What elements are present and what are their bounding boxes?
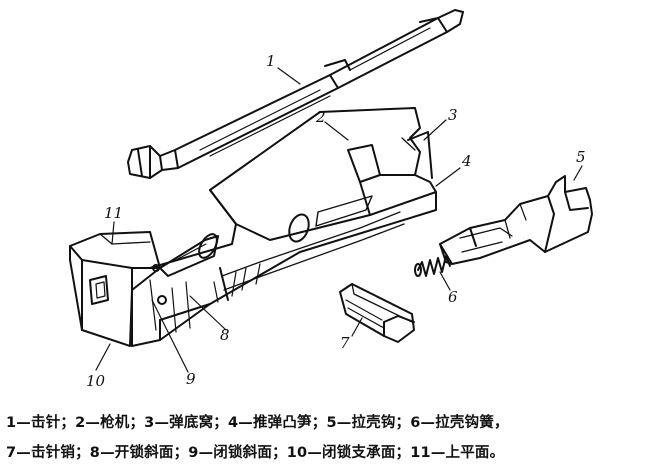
callout-10: 10: [86, 372, 106, 390]
leader-1: [277, 67, 301, 85]
callout-7: 7: [340, 334, 350, 352]
extractor: [439, 175, 593, 265]
leader-8: [189, 295, 227, 331]
leader-9: [151, 299, 189, 373]
callout-6: 6: [448, 288, 458, 306]
callout-2: 2: [316, 108, 326, 126]
exploded-view-figure: [69, 9, 593, 373]
leader-2: [324, 121, 349, 141]
callout-4: 4: [462, 152, 472, 170]
callout-11: 11: [104, 204, 124, 222]
leader-11: [111, 221, 115, 245]
leader-5: [573, 165, 583, 181]
leader-10: [95, 343, 111, 371]
caption-line-1: 1—击针；2—枪机；3—弹底窝；4—推弹凸笋；5—拉壳钩；6—拉壳钩簧，: [6, 415, 509, 431]
firing-pin-retainer: [339, 283, 415, 343]
figure-caption: 1—击针；2—枪机；3—弹底窝；4—推弹凸笋；5—拉壳钩；6—拉壳钩簧， 7—击…: [6, 408, 656, 468]
callout-8: 8: [220, 326, 230, 344]
leader-6: [439, 271, 451, 291]
leader-3: [423, 119, 447, 141]
leader-4: [435, 167, 461, 187]
callout-3: 3: [448, 106, 458, 124]
callout-5: 5: [576, 148, 586, 166]
callout-9: 9: [186, 370, 196, 388]
leader-7: [351, 317, 363, 337]
callout-1: 1: [266, 52, 276, 70]
bolt-body: [69, 107, 437, 347]
caption-line-2: 7—击针销；8—开锁斜面；9—闭锁斜面；10—闭锁支承面；11—上平面。: [6, 445, 505, 461]
extractor-spring: [414, 255, 451, 277]
firing-pin: [127, 9, 464, 179]
